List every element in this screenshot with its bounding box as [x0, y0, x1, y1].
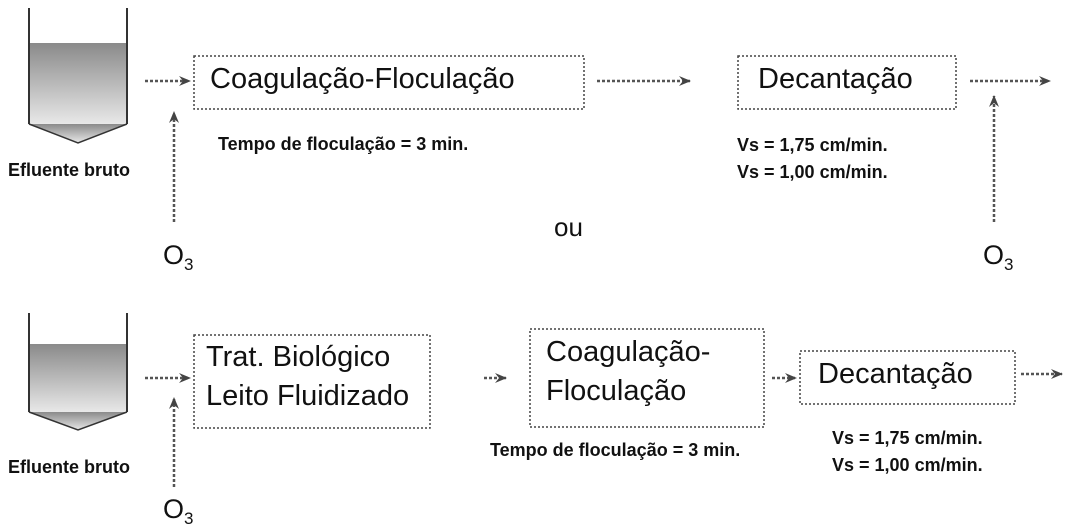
step-decantacao-top: Decantação	[758, 63, 913, 95]
box-trat-biologico	[193, 334, 431, 429]
separator-ou: ou	[554, 212, 583, 242]
box-decantacao-bottom	[799, 350, 1016, 405]
flocculation-time-bottom: Tempo de floculação = 3 min.	[490, 440, 741, 460]
step-decantacao-bottom: Decantação	[818, 358, 973, 390]
ozone-label-right-top: O3	[983, 240, 1014, 274]
tank-bottom	[28, 313, 128, 431]
box-coagulacao-bottom	[529, 328, 765, 428]
tank-top	[28, 8, 128, 144]
vs-value-2-top: Vs = 1,00 cm/min.	[737, 162, 888, 182]
ozone-label-left-top: O3	[163, 240, 194, 274]
tank-label-top: Efluente bruto	[8, 160, 130, 180]
step-trat-biologico-line1: Trat. Biológico	[206, 341, 391, 373]
tank-label-bottom: Efluente bruto	[8, 457, 130, 477]
step-trat-biologico-line2: Leito Fluidizado	[206, 380, 410, 412]
step-coagulacao-bottom-line1: Coagulação-	[546, 336, 711, 368]
vs-value-2-bottom: Vs = 1,00 cm/min.	[832, 455, 983, 475]
vs-value-1-bottom: Vs = 1,75 cm/min.	[832, 428, 983, 448]
box-decantacao-top	[737, 55, 957, 110]
ozone-label-bottom: O3	[163, 494, 194, 528]
step-coagulacao-top: Coagulação-Floculação	[210, 63, 515, 95]
flocculation-time-top: Tempo de floculação = 3 min.	[218, 134, 469, 154]
box-coagulacao-top	[193, 55, 585, 110]
step-coagulacao-bottom-line2: Floculação	[546, 375, 687, 407]
vs-value-1-top: Vs = 1,75 cm/min.	[737, 135, 888, 155]
